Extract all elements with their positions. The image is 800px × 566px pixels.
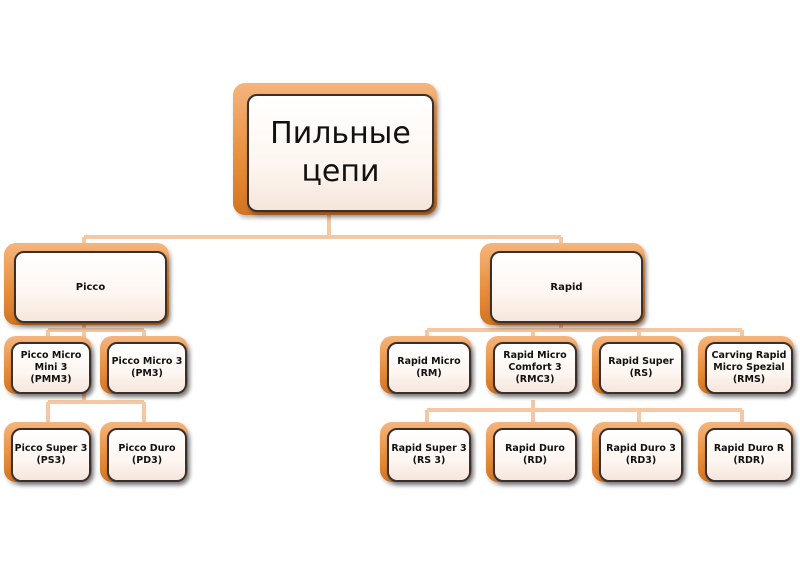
- leaf-label-ps3: Picco Super 3 (PS3): [14, 443, 88, 466]
- branch-picco-card: Picco: [14, 251, 167, 323]
- leaf-rdr-card: Rapid Duro R (RDR): [705, 428, 793, 482]
- leaf-pm3-card: Picco Micro 3 (PM3): [107, 342, 187, 394]
- leaf-label-rms: Carving Rapid Micro Spezial (RMS): [711, 350, 787, 385]
- leaf-node-rs: Rapid Super (RS): [592, 336, 684, 394]
- leaf-node-pd3: Picco Duro (PD3): [100, 422, 188, 482]
- leaf-label-pmm3: Picco Micro Mini 3 (PMM3): [20, 350, 82, 385]
- leaf-rd3-card: Rapid Duro 3 (RD3): [599, 428, 683, 482]
- leaf-label-rdr: Rapid Duro R (RDR): [713, 443, 785, 466]
- leaf-rms-card: Carving Rapid Micro Spezial (RMS): [705, 342, 793, 394]
- leaf-rs3-card: Rapid Super 3 (RS 3): [387, 428, 471, 482]
- leaf-label-rmc3: Rapid Micro Comfort 3 (RMC3): [503, 350, 567, 385]
- leaf-label-rm: Rapid Micro (RM): [397, 356, 461, 379]
- leaf-pd3-card: Picco Duro (PD3): [107, 428, 187, 482]
- branch-label-picco: Picco: [75, 281, 106, 293]
- leaf-node-rdr: Rapid Duro R (RDR): [698, 422, 794, 482]
- leaf-label-pd3: Picco Duro (PD3): [118, 443, 176, 466]
- branch-label-rapid: Rapid: [550, 281, 583, 293]
- branch-rapid-card: Rapid: [490, 251, 643, 323]
- connector-rapid-bus: [425, 322, 744, 428]
- connector-root-bus: [82, 211, 563, 252]
- root-node-card: Пильные цепи: [247, 94, 434, 212]
- leaf-node-ps3: Picco Super 3 (PS3): [4, 422, 92, 482]
- branch-node-picco: Picco: [4, 243, 169, 325]
- leaf-pmm3-card: Picco Micro Mini 3 (PMM3): [11, 342, 91, 394]
- leaf-label-pm3: Picco Micro 3 (PM3): [111, 356, 183, 379]
- leaf-node-rm: Rapid Micro (RM): [380, 336, 472, 394]
- leaf-node-pmm3: Picco Micro Mini 3 (PMM3): [4, 336, 92, 394]
- leaf-label-rs3: Rapid Super 3 (RS 3): [391, 443, 467, 466]
- root-node: Пильные цепи: [233, 83, 437, 215]
- leaf-node-rmc3: Rapid Micro Comfort 3 (RMC3): [486, 336, 578, 394]
- leaf-rm-card: Rapid Micro (RM): [387, 342, 471, 394]
- leaf-node-rms: Carving Rapid Micro Spezial (RMS): [698, 336, 794, 394]
- leaf-rmc3-card: Rapid Micro Comfort 3 (RMC3): [493, 342, 577, 394]
- leaf-node-rs3: Rapid Super 3 (RS 3): [380, 422, 472, 482]
- leaf-rd-card: Rapid Duro (RD): [493, 428, 577, 482]
- leaf-node-pm3: Picco Micro 3 (PM3): [100, 336, 188, 394]
- root-label: Пильные цепи: [270, 116, 411, 189]
- branch-node-rapid: Rapid: [480, 243, 645, 325]
- leaf-node-rd3: Rapid Duro 3 (RD3): [592, 422, 684, 482]
- leaf-ps3-card: Picco Super 3 (PS3): [11, 428, 91, 482]
- leaf-rs-card: Rapid Super (RS): [599, 342, 683, 394]
- leaf-label-rs: Rapid Super (RS): [608, 356, 674, 379]
- leaf-node-rd: Rapid Duro (RD): [486, 422, 578, 482]
- leaf-label-rd: Rapid Duro (RD): [505, 443, 565, 466]
- leaf-label-rd3: Rapid Duro 3 (RD3): [606, 443, 676, 466]
